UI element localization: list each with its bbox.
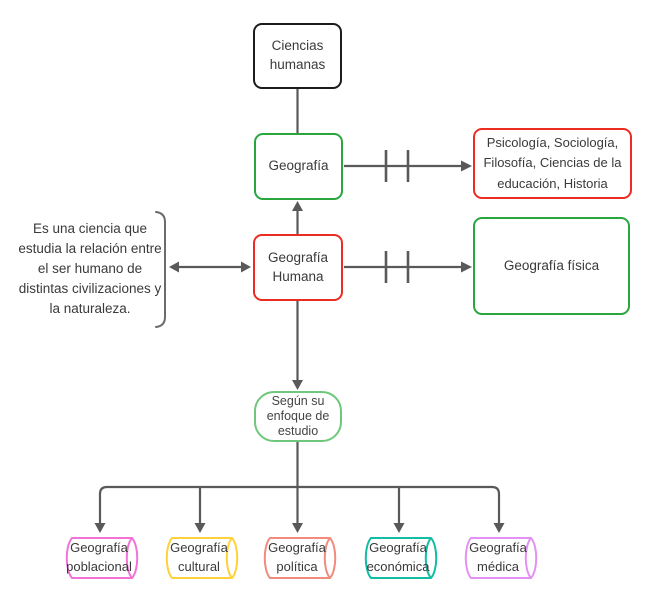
node-ciencias-humanas-label: Ciencias humanas (269, 38, 326, 72)
node-enfoque-label: Según su enfoque de estudio (266, 393, 330, 439)
flag-shape-icon (165, 537, 239, 579)
node-geografia-fisica: Geografía física (473, 217, 630, 315)
leaf-label: Geografía económica (366, 540, 430, 574)
node-geografia-humana-label: Geografía Humana (267, 249, 329, 284)
node-disciplinas-label: Psicología, Sociología, Filosofía, Cienc… (483, 135, 622, 191)
arrowhead-up-icon (292, 201, 303, 211)
arrowhead-right-icon (461, 261, 472, 273)
arrowhead-down-icon (493, 523, 505, 533)
arrowhead-down-icon (194, 523, 206, 533)
leaf-geografia-cultural: Geografía cultural (158, 535, 242, 581)
flag-shape-icon (364, 537, 438, 579)
flag-shape-icon (464, 537, 538, 579)
leaf-label: Geografía cultural (170, 540, 228, 574)
branch-rail (98, 485, 501, 524)
leaf-geografia-poblacional: Geografía poblacional (58, 535, 142, 581)
annotation-text: Es una ciencia que estudia la relación e… (18, 221, 162, 316)
node-disciplinas-relacionadas: Psicología, Sociología, Filosofía, Cienc… (473, 128, 632, 199)
double-tick-marks-top (384, 150, 410, 182)
leaf-geografia-medica: Geografía médica (457, 535, 541, 581)
leaf-label: Geografía médica (469, 540, 527, 574)
leaf-label: Geografía política (268, 540, 326, 574)
arrowhead-left-icon (169, 261, 179, 273)
node-geografia: Geografía (254, 133, 343, 200)
leaf-geografia-economica: Geografía económica (357, 535, 441, 581)
arrowhead-down-icon (292, 523, 303, 533)
double-tick-marks-bottom (384, 251, 410, 283)
arrowhead-down-icon (94, 523, 106, 533)
leaf-geografia-politica: Geografía política (256, 535, 340, 581)
node-geografia-humana: Geografía Humana (253, 234, 343, 301)
arrowhead-right-icon (461, 160, 472, 172)
leaf-label: Geografía poblacional (66, 540, 132, 574)
node-ciencias-humanas: Ciencias humanas (253, 23, 342, 89)
flag-shape-icon (65, 537, 139, 579)
arrowhead-right-icon (241, 261, 251, 273)
node-geografia-fisica-label: Geografía física (503, 257, 600, 273)
arrowhead-down-icon (393, 523, 405, 533)
node-enfoque-de-estudio: Según su enfoque de estudio (254, 391, 342, 442)
flag-shape-icon (263, 537, 337, 579)
node-geografia-label: Geografía (268, 158, 329, 174)
arrowhead-down-icon (292, 380, 303, 390)
